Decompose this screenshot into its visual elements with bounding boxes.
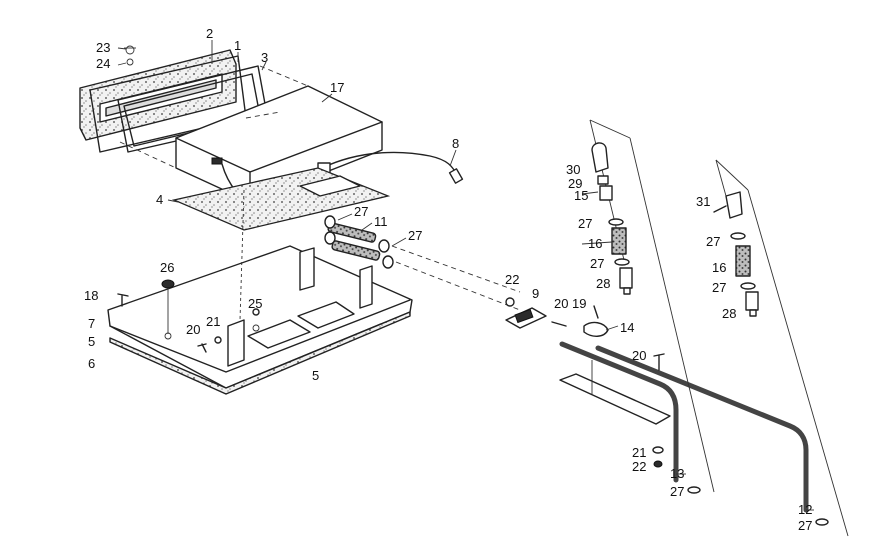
label-19: 19 [572,296,586,311]
label-18: 18 [84,288,98,303]
label-29: 29 [568,176,582,191]
label-7: 7 [88,316,95,331]
label-14: 14 [620,320,634,335]
label-22-b: 22 [632,459,646,474]
leader-lines [117,40,814,511]
label-27-g: 27 [670,484,684,499]
label-12: 12 [798,502,812,517]
label-27-h: 27 [798,518,812,533]
tray-fasteners [117,279,260,353]
label-20-b: 20 [554,296,568,311]
label-11: 11 [374,214,388,229]
label-8: 8 [452,136,459,151]
label-2: 2 [206,26,213,41]
label-28-b: 28 [722,306,736,321]
label-6: 6 [88,356,95,371]
mounting-bracket [505,297,609,337]
label-16-b: 16 [712,260,726,275]
label-20-a: 20 [186,322,200,337]
spacer-studs [324,215,521,311]
label-27-d: 27 [590,256,604,271]
lower-fasteners [652,353,829,526]
label-4: 4 [156,192,163,207]
support-rods [559,341,809,513]
antenna-mast-parts-left [591,142,633,295]
label-27-b: 27 [408,228,422,243]
front-bezel-assembly [79,45,269,153]
label-23: 23 [96,40,110,55]
label-27-e: 27 [706,234,720,249]
label-15: 15 [574,188,588,203]
label-25: 25 [248,296,262,311]
label-20-c: 20 [632,348,646,363]
label-5-a: 5 [88,334,95,349]
label-27-c: 27 [578,216,592,231]
label-21-b: 21 [632,445,646,460]
gasket [171,167,391,231]
label-9: 9 [532,286,539,301]
label-16-a: 16 [588,236,602,251]
label-24: 24 [96,56,110,71]
part-number-labels: 23 24 2 1 3 17 8 4 27 11 27 26 18 7 5 6 … [84,26,812,533]
label-3: 3 [261,50,268,65]
label-13: 13 [670,466,684,481]
mounting-tray [107,189,413,395]
label-27-a: 27 [354,204,368,219]
label-22-a: 22 [505,272,519,287]
label-28-a: 28 [596,276,610,291]
label-26: 26 [160,260,174,275]
antenna-mast-parts-right [713,191,759,317]
label-1: 1 [234,38,241,53]
label-17: 17 [330,80,344,95]
label-5-b: 5 [312,368,319,383]
label-31: 31 [696,194,710,209]
label-27-f: 27 [712,280,726,295]
label-21-a: 21 [206,314,220,329]
label-30: 30 [566,162,580,177]
